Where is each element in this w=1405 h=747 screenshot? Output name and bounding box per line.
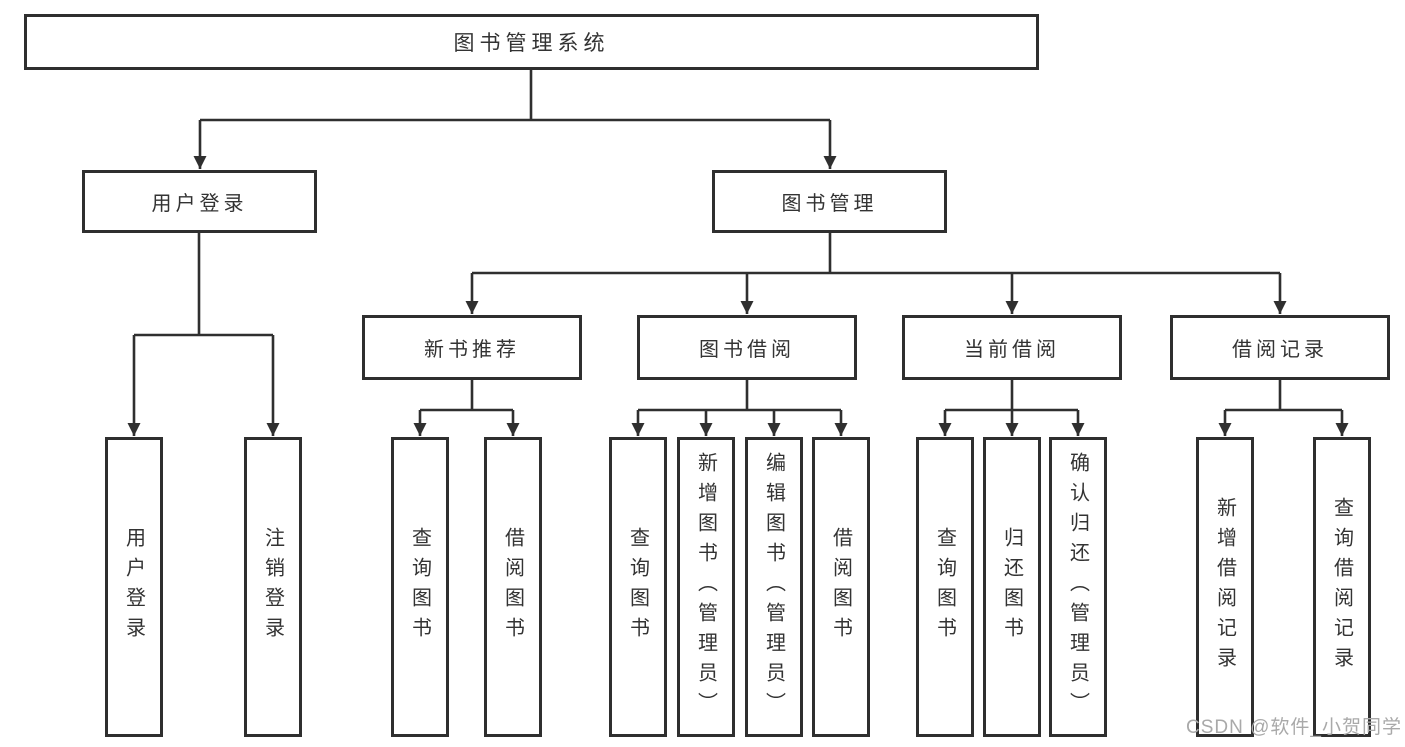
node-library-management-system: 图书管理系统 — [24, 14, 1039, 70]
leaf-borrow-query-book: 查询图书 — [609, 437, 667, 737]
node-book-borrow: 图书借阅 — [637, 315, 857, 380]
node-user-login: 用户登录 — [82, 170, 317, 233]
leaf-current-return-book: 归还图书 — [983, 437, 1041, 737]
leaf-user-login: 用户登录 — [105, 437, 163, 737]
node-current-borrow: 当前借阅 — [902, 315, 1122, 380]
leaf-recommend-borrow-book: 借阅图书 — [484, 437, 542, 737]
leaf-borrow-edit-book-admin: 编辑图书（管理员） — [745, 437, 803, 737]
leaf-borrow-borrow-book: 借阅图书 — [812, 437, 870, 737]
leaf-recommend-query-book: 查询图书 — [391, 437, 449, 737]
node-book-management: 图书管理 — [712, 170, 947, 233]
leaf-records-add-record: 新增借阅记录 — [1196, 437, 1254, 737]
leaf-logout: 注销登录 — [244, 437, 302, 737]
node-new-book-recommend: 新书推荐 — [362, 315, 582, 380]
leaf-current-confirm-return-admin: 确认归还（管理员） — [1049, 437, 1107, 737]
leaf-borrow-add-book-admin: 新增图书（管理员） — [677, 437, 735, 737]
node-borrow-records: 借阅记录 — [1170, 315, 1390, 380]
csdn-watermark: CSDN @软件_小贺同学 — [1186, 717, 1402, 738]
leaf-records-query-record: 查询借阅记录 — [1313, 437, 1371, 737]
leaf-current-query-book: 查询图书 — [916, 437, 974, 737]
